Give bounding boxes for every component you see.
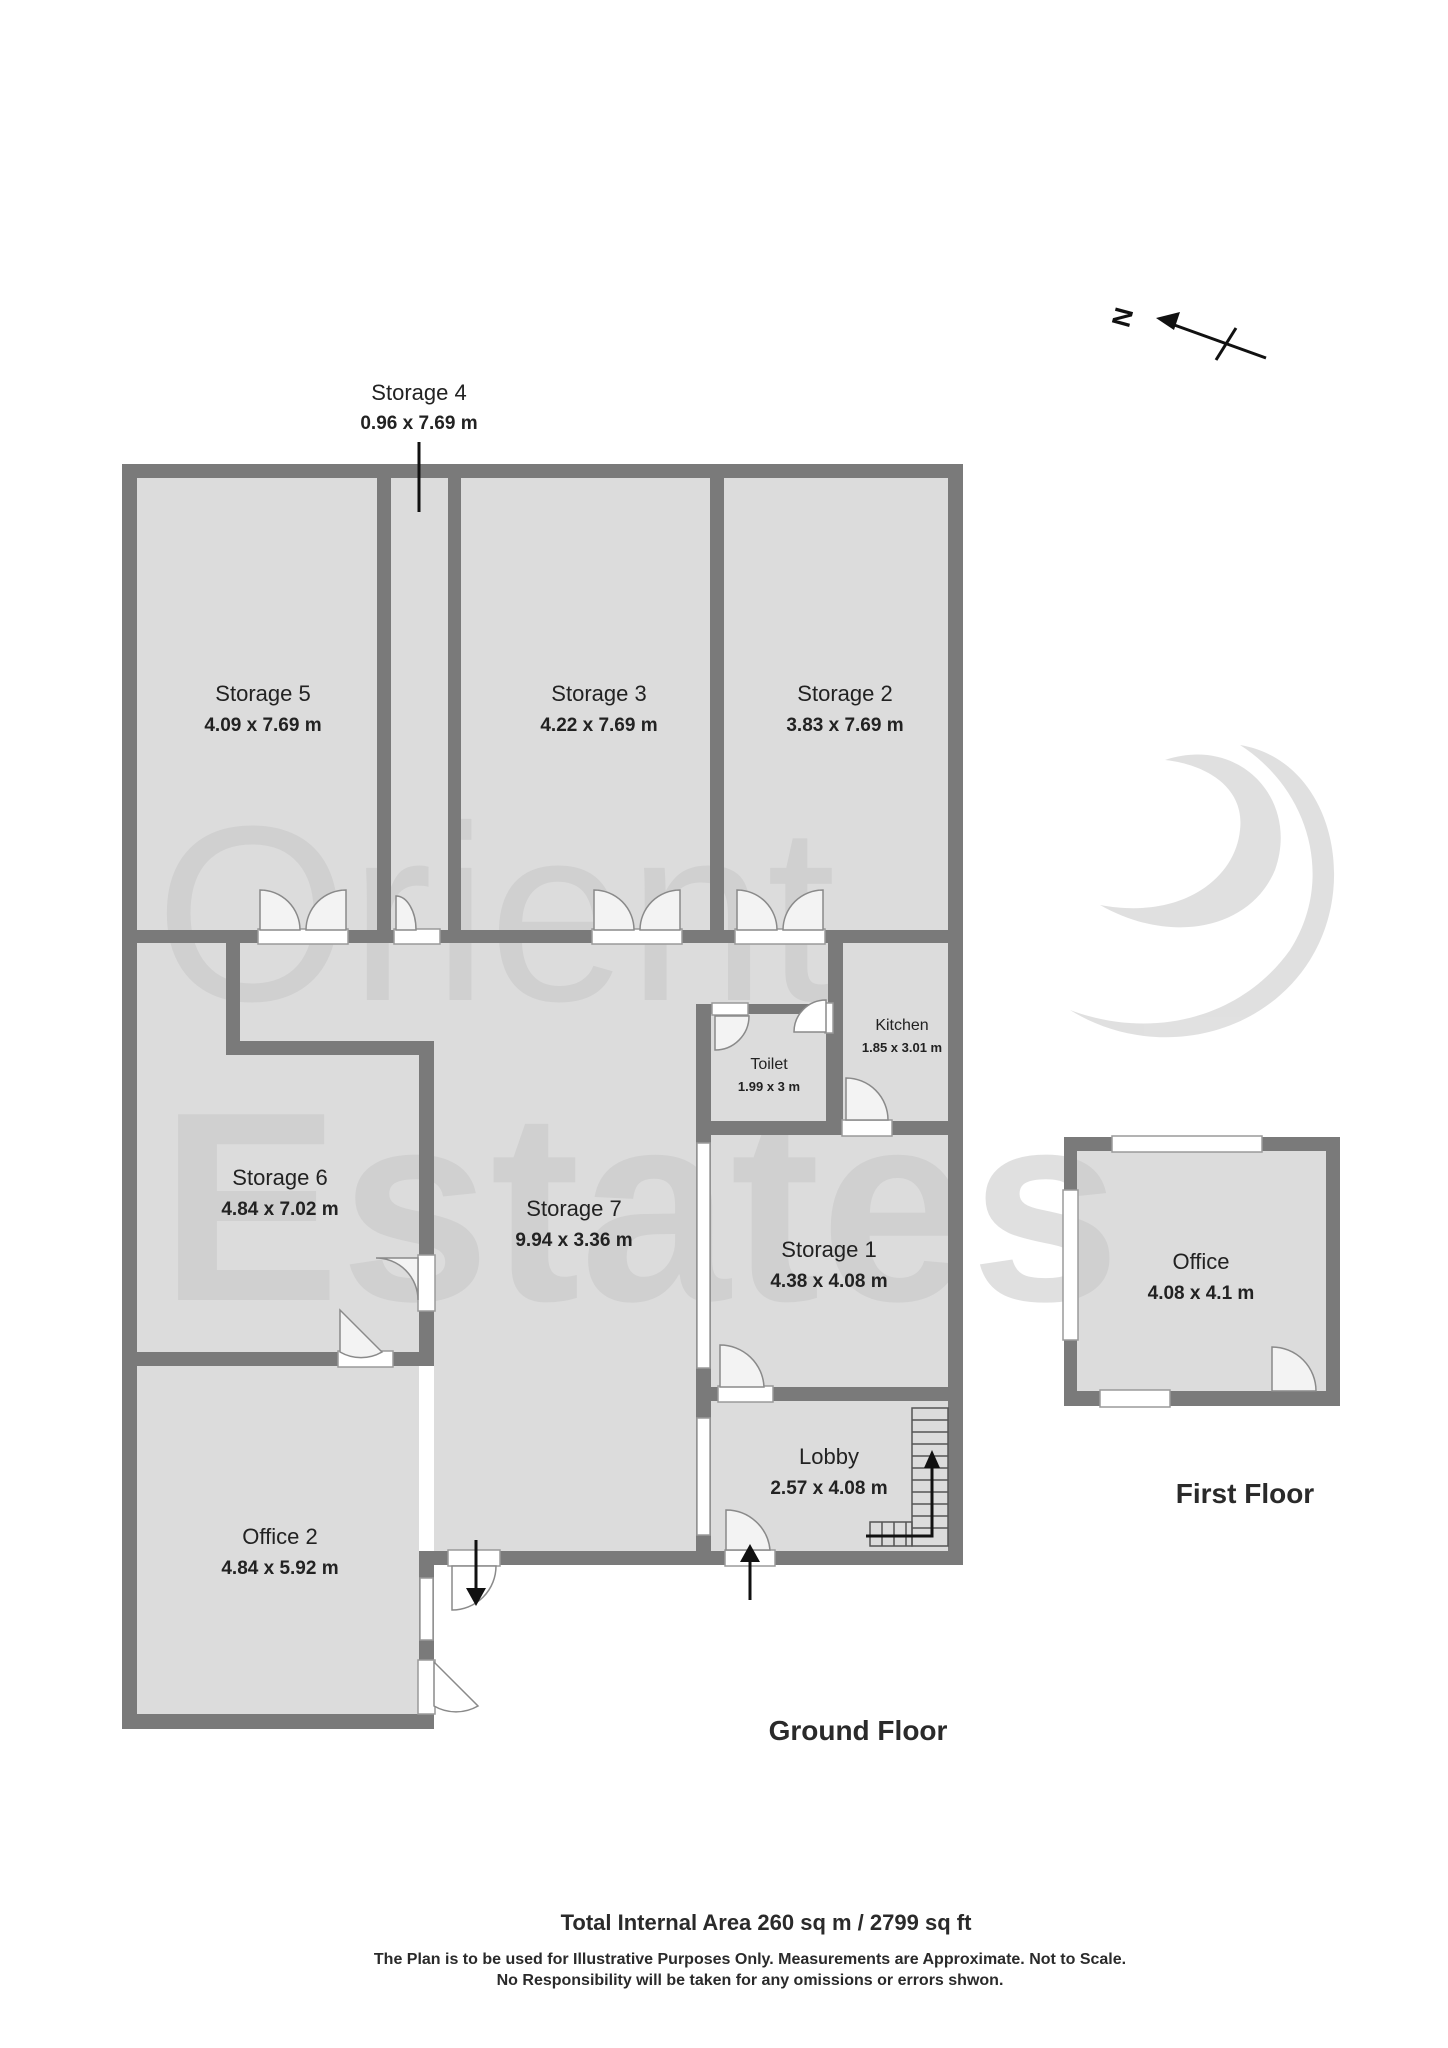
wall — [226, 930, 240, 1055]
ground-floor-floor-areas — [137, 478, 948, 1714]
room-name: Storage 3 — [551, 681, 646, 706]
stair-direction-arrow-icon — [866, 1450, 940, 1538]
door-gap — [417, 1254, 436, 1312]
room-name: Office 2 — [242, 1524, 317, 1549]
door-swing — [433, 1660, 480, 1713]
entrance-arrow-icon — [466, 1540, 486, 1606]
room-name: Storage 1 — [781, 1237, 876, 1262]
door-gap — [393, 928, 441, 945]
room-name: Kitchen — [875, 1017, 928, 1034]
compass: N — [1106, 304, 1267, 361]
wall — [696, 1004, 843, 1014]
door-swing — [395, 895, 417, 931]
entrance-arrow-icon — [740, 1544, 760, 1600]
wall — [826, 1004, 843, 1135]
door-gap — [417, 1659, 436, 1715]
window — [696, 1417, 711, 1536]
ground-floor-label: Ground Floor — [769, 1715, 948, 1746]
wall — [828, 930, 843, 1005]
room-name: Storage 5 — [215, 681, 310, 706]
north-arrow-icon — [1156, 312, 1267, 361]
room-name: Office — [1172, 1249, 1229, 1274]
door-swing — [259, 889, 301, 931]
window — [1062, 1189, 1079, 1341]
door-swing — [793, 999, 827, 1033]
wall — [419, 1041, 434, 1366]
openings — [257, 928, 1263, 1715]
door-swing — [1271, 1346, 1317, 1392]
disclaimer-line-2: No Responsibility will be taken for any … — [497, 1972, 1004, 1989]
ground-floor-labels: Storage 4 0.96 x 7.69 m Storage 5 4.09 x… — [204, 380, 942, 1579]
room-dimensions: 1.85 x 3.01 m — [862, 1040, 942, 1055]
door-swing — [593, 889, 635, 931]
room-dimensions: 1.99 x 3 m — [738, 1079, 800, 1094]
door-swing — [736, 889, 778, 931]
room-name: Storage 7 — [526, 1196, 621, 1221]
room-dimensions: 9.94 x 3.36 m — [515, 1230, 632, 1251]
door-swings — [259, 889, 1317, 1713]
door-swing — [639, 889, 681, 931]
door-gap — [257, 928, 349, 945]
wall — [696, 1121, 963, 1135]
door-swing — [339, 1308, 384, 1359]
room-name: Toilet — [750, 1056, 788, 1073]
staircase — [869, 1407, 949, 1547]
door-swing — [719, 1344, 765, 1388]
office-2-floor — [137, 1366, 419, 1714]
window — [696, 1142, 711, 1369]
storage-4-floor — [391, 478, 448, 930]
door-gap — [734, 928, 826, 945]
storage-6-floor — [137, 943, 419, 1352]
wall — [226, 1041, 434, 1055]
room-name: Storage 4 — [371, 380, 466, 405]
door-swing — [725, 1509, 771, 1551]
wall — [122, 464, 963, 478]
room-name: Lobby — [799, 1444, 859, 1469]
storage-3-floor — [461, 478, 710, 930]
room-dimensions: 4.22 x 7.69 m — [540, 715, 657, 736]
total-area: Total Internal Area 260 sq m / 2799 sq f… — [561, 1910, 972, 1935]
window — [1099, 1389, 1171, 1408]
wall — [122, 464, 137, 1729]
storage-2-floor — [724, 478, 948, 930]
room-dimensions: 4.08 x 4.1 m — [1148, 1283, 1255, 1304]
room-dimensions: 4.09 x 7.69 m — [204, 715, 321, 736]
door-swing — [782, 889, 824, 931]
wall — [122, 1714, 434, 1729]
room-dimensions: 4.84 x 7.02 m — [221, 1199, 338, 1220]
wall — [710, 464, 724, 943]
door-gap — [711, 1002, 749, 1016]
room-dimensions: 2.57 x 4.08 m — [770, 1478, 887, 1499]
storage-5-floor — [137, 478, 377, 930]
door-gap — [717, 1385, 774, 1403]
wall — [377, 464, 391, 943]
door-gap — [447, 1549, 501, 1567]
wall — [448, 464, 461, 943]
door-gap — [841, 1119, 893, 1137]
door-swing — [714, 1015, 750, 1051]
watermark-logo-icon — [1070, 745, 1335, 1038]
compass-north-label: N — [1106, 304, 1140, 330]
door-swing — [845, 1077, 889, 1121]
room-dimensions: 3.83 x 7.69 m — [786, 715, 903, 736]
room-dimensions: 0.96 x 7.69 m — [360, 413, 477, 434]
window — [419, 1577, 434, 1641]
wall — [1326, 1137, 1340, 1406]
storage-1-floor — [711, 1135, 948, 1387]
first-floor-labels: Office 4.08 x 4.1 m — [1148, 1249, 1255, 1304]
wall — [948, 464, 963, 1565]
door-swing — [375, 1257, 419, 1301]
disclaimer-line-1: The Plan is to be used for Illustrative … — [374, 1951, 1126, 1968]
room-name: Storage 2 — [797, 681, 892, 706]
storage-7-floor — [240, 943, 828, 1551]
room-dimensions: 4.38 x 4.08 m — [770, 1271, 887, 1292]
first-floor-label: First Floor — [1176, 1478, 1315, 1509]
door-swing — [305, 889, 347, 931]
stair-frame — [911, 1407, 949, 1547]
window — [1111, 1135, 1263, 1153]
room-dimensions: 4.84 x 5.92 m — [221, 1558, 338, 1579]
room-name: Storage 6 — [232, 1165, 327, 1190]
door-gap — [591, 928, 683, 945]
